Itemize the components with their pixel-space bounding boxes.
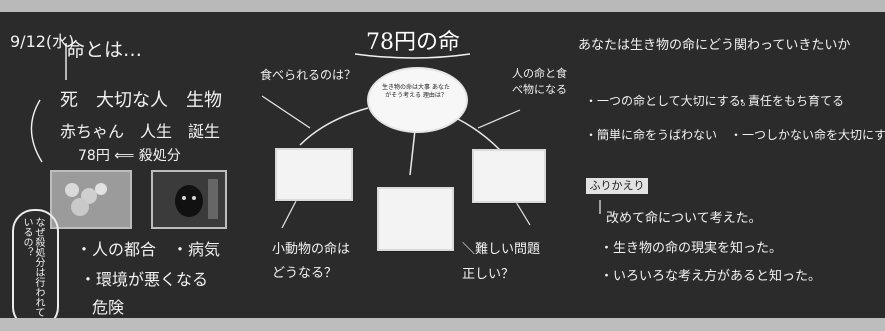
photo-cat-eye-left xyxy=(182,196,186,200)
paper-card-left xyxy=(275,148,353,201)
bottom-left-note: 小動物の命は どうなる？ xyxy=(272,242,364,281)
reflection-line-1: 改めて命について考えた。 xyxy=(606,211,762,226)
right-note-1: ・一つの命として大切にする。 xyxy=(585,94,753,108)
paper-card-center xyxy=(377,187,454,251)
question-heading: 命とは… xyxy=(66,39,143,61)
photo-cat-cage-bars xyxy=(208,179,218,219)
photo-cat-svg xyxy=(153,172,225,227)
discussion-oval-text: 生き物の命は大事 あなたがそう考える 理由は？ xyxy=(382,84,450,99)
reflection-line-3: ・いろいろな考え方があると知った。 xyxy=(600,269,822,284)
right-note-3: ・簡単に命をうばわない xyxy=(585,128,718,142)
left-word-line-2: 赤ちゃん 人生 誕生 xyxy=(60,122,221,141)
chalk-arrow-lower-right xyxy=(515,201,531,226)
lesson-title: 78円の命 xyxy=(366,30,460,55)
bottom-right-note: ＼難しい問題 正しい？ xyxy=(462,242,554,282)
photo-food-item-4 xyxy=(71,198,89,216)
right-note-2: ・責任をもち育てる xyxy=(736,94,845,108)
top-right-note: 人の命と食べ物になる xyxy=(512,67,567,96)
reflection-line-2: ・生き物の命の現実を知った。 xyxy=(600,241,783,256)
vertical-note: なぜ殺処分は行われているの？ xyxy=(21,217,44,317)
photo-food-svg xyxy=(52,172,130,227)
left-bracket xyxy=(30,99,43,163)
top-left-note: 食べられるのは？ xyxy=(260,68,357,82)
reason-line-2: ・環境が悪くなる xyxy=(80,270,209,289)
paper-card-right xyxy=(472,149,546,203)
title-underline xyxy=(354,53,471,59)
right-heading: あなたは生き物の命にどう関わっていきたいか xyxy=(578,38,851,53)
chalk-arrow-lower-left xyxy=(281,200,297,229)
date-label: 9/12(水) xyxy=(10,32,75,51)
photo-food-item-1 xyxy=(65,183,79,197)
chalk-line-down xyxy=(409,129,416,176)
chalk-arrow-upper-right xyxy=(477,109,521,129)
photo-food-item-3 xyxy=(95,183,107,195)
reason-line-1: ・人の都合 ・病気 xyxy=(76,240,221,259)
photo-cat-head xyxy=(175,185,203,217)
photo-food-image xyxy=(50,170,132,229)
photo-cat-eye-right xyxy=(192,196,196,200)
left-word-line-3: 78円 ⟸ 殺処分 xyxy=(78,148,181,164)
right-note-4: ・一つしかない命を大切にする xyxy=(730,128,885,142)
reflection-label: ふりかえり xyxy=(586,178,648,194)
reason-line-3: 危険 xyxy=(92,298,125,317)
chalk-line-left xyxy=(299,107,369,146)
board-bottom-frame xyxy=(0,318,885,331)
discussion-oval xyxy=(367,67,468,133)
chalk-line-right xyxy=(455,117,501,151)
left-word-line-1: 死 大切な人 生物 xyxy=(60,90,222,111)
photo-cat-image xyxy=(151,170,227,229)
chalk-arrow-upper-left xyxy=(261,95,311,129)
board-top-frame xyxy=(0,0,885,12)
